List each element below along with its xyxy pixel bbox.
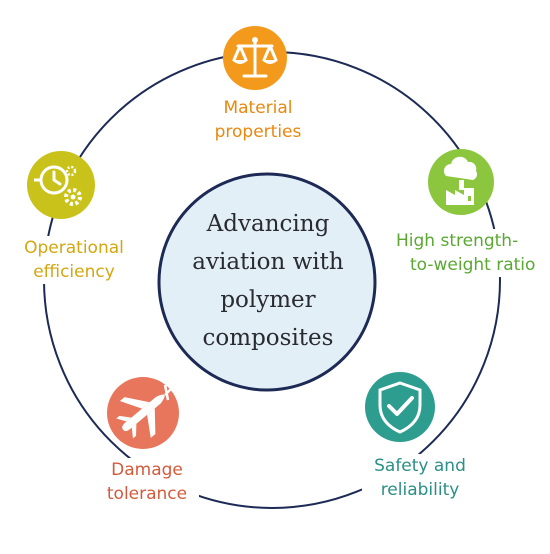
node-label-line: reliability (380, 480, 460, 500)
node-label-line: Operational (24, 238, 124, 258)
center-title-line: aviation with (192, 249, 344, 275)
node-label-high-strength: High strength- to-weight ratio (396, 229, 550, 277)
center-title-line: Advancing (206, 211, 330, 237)
airplane-icon (107, 377, 179, 449)
node-label-line: Material (223, 98, 293, 118)
node-label-damage-tolerance: Damage tolerance (95, 458, 199, 506)
center-title-line: composites (202, 325, 334, 351)
center-circle (157, 172, 377, 392)
cloud-factory-icon (428, 149, 494, 215)
node-label-line: Safety and (374, 456, 466, 476)
node-label-operational-efficiency: Operational efficiency (16, 236, 132, 284)
node-label-line: Damage (111, 460, 183, 480)
node-label-line: tolerance (106, 484, 188, 504)
gears-icon (27, 151, 95, 219)
node-label-line: to-weight ratio (410, 255, 536, 275)
node-label-line: High strength- (396, 231, 519, 251)
node-label-line: properties (214, 122, 302, 142)
center-title: Advancing aviation with polymer composit… (158, 205, 378, 357)
node-label-safety-reliability: Safety and reliability (362, 454, 478, 502)
balance-scale-icon (223, 26, 287, 90)
node-label-line: efficiency (33, 262, 115, 282)
center-title-line: polymer (220, 287, 316, 313)
shield-check-icon (365, 372, 435, 442)
node-label-material-properties: Material properties (203, 96, 313, 144)
